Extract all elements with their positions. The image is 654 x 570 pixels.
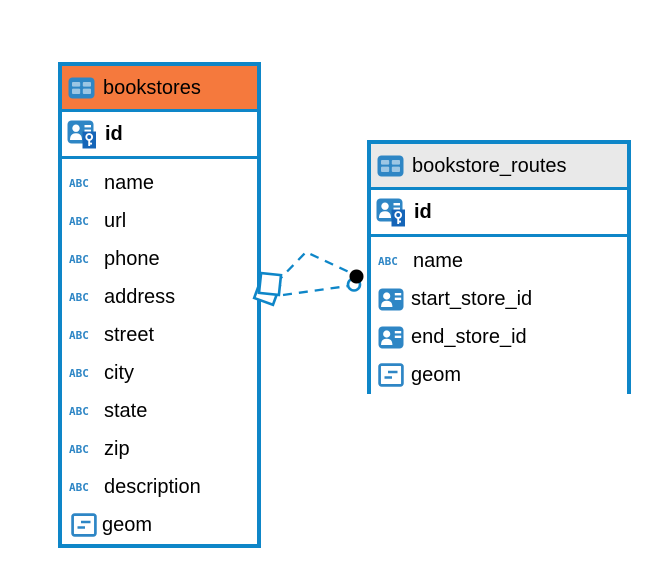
- bookstores-pk-row[interactable]: id: [62, 112, 257, 159]
- routes-columns: ABC name start_store_id: [371, 237, 627, 394]
- table-routes-title: bookstore_routes: [412, 154, 567, 177]
- text-type-icon: ABC: [69, 290, 89, 304]
- geometry-type-icon: [378, 363, 404, 387]
- text-type-icon: ABC: [69, 404, 89, 418]
- text-type-icon: ABC: [378, 254, 398, 268]
- column-row-city[interactable]: ABC city: [62, 354, 257, 392]
- table-bookstores-title: bookstores: [103, 76, 201, 99]
- column-row-description[interactable]: ABC description: [62, 468, 257, 506]
- table-routes-header[interactable]: bookstore_routes: [371, 144, 627, 190]
- bookstores-pk-label: id: [105, 123, 123, 145]
- table-icon: [68, 77, 95, 99]
- relationship-line-upper[interactable]: [275, 250, 352, 284]
- column-row-name[interactable]: ABC name: [371, 242, 627, 280]
- text-type-icon: ABC: [69, 176, 89, 190]
- column-row-state[interactable]: ABC state: [62, 392, 257, 430]
- text-type-icon: ABC: [69, 214, 89, 228]
- column-row-name[interactable]: ABC name: [62, 164, 257, 202]
- relationship-line-lower[interactable]: [282, 284, 349, 297]
- primary-key-icon: [376, 198, 407, 227]
- column-row-zip[interactable]: ABC zip: [62, 430, 257, 468]
- bookstores-columns: ABC name ABC url ABC phone ABC address A…: [62, 159, 257, 544]
- text-type-icon: ABC: [69, 442, 89, 456]
- column-row-url[interactable]: ABC url: [62, 202, 257, 240]
- column-row-geom[interactable]: geom: [62, 506, 257, 544]
- primary-key-icon: [67, 120, 98, 149]
- text-type-icon: ABC: [69, 328, 89, 342]
- table-icon: [377, 155, 404, 177]
- column-row-street[interactable]: ABC street: [62, 316, 257, 354]
- column-row-geom[interactable]: geom: [371, 356, 627, 394]
- table-bookstores[interactable]: bookstores id ABC na: [58, 62, 261, 548]
- connector-endpoint-dots[interactable]: [346, 269, 364, 292]
- column-row-start-store-id[interactable]: start_store_id: [371, 280, 627, 318]
- foreign-key-icon: [378, 326, 404, 349]
- routes-pk-label: id: [414, 201, 432, 223]
- column-row-phone[interactable]: ABC phone: [62, 240, 257, 278]
- text-type-icon: ABC: [69, 366, 89, 380]
- foreign-key-icon: [378, 288, 404, 311]
- column-row-end-store-id[interactable]: end_store_id: [371, 318, 627, 356]
- text-type-icon: ABC: [69, 252, 89, 266]
- table-bookstore-routes[interactable]: bookstore_routes id ABC: [367, 140, 631, 394]
- geometry-type-icon: [71, 513, 97, 537]
- column-row-address[interactable]: ABC address: [62, 278, 257, 316]
- text-type-icon: ABC: [69, 480, 89, 494]
- routes-pk-row[interactable]: id: [371, 190, 627, 237]
- table-bookstores-header[interactable]: bookstores: [62, 66, 257, 112]
